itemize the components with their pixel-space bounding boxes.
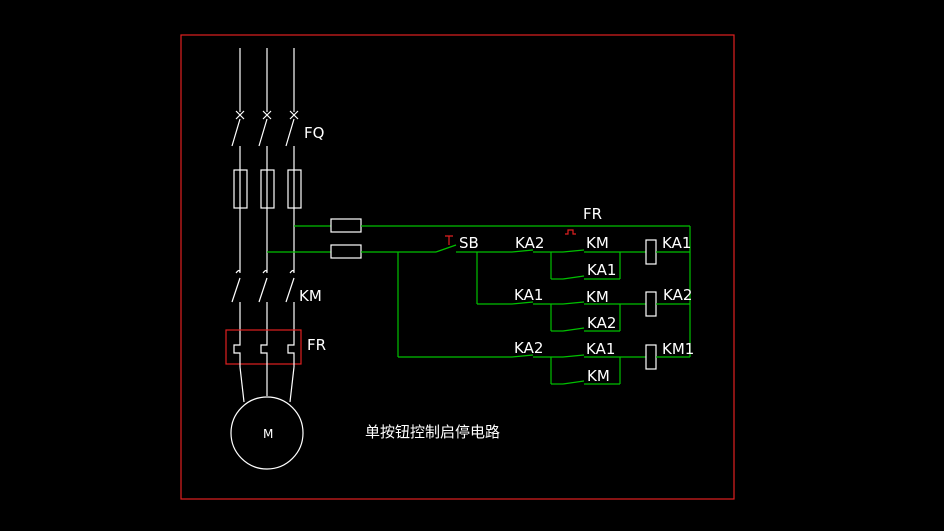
label-km-main: KM: [299, 287, 322, 305]
label-row3-contact-b: KA1: [586, 340, 615, 358]
label-row3-coil: KM1: [662, 340, 694, 358]
control-fuse-2: [330, 244, 362, 259]
control-fuse-1: [330, 218, 362, 233]
km-main-contacts: [231, 269, 295, 338]
control-circuit: [267, 218, 691, 385]
label-fr-control: FR: [583, 205, 602, 223]
label-motor: M: [263, 427, 273, 441]
label-row1-contact-b: KM: [586, 234, 609, 252]
fr-thermal-relay: [225, 329, 302, 367]
label-row2-contact-a: KA1: [514, 286, 543, 304]
label-row2-contact-b: KM: [586, 288, 609, 306]
fq-switch: [231, 118, 295, 170]
label-row1-contact-a: KA2: [515, 234, 544, 252]
motor-symbol: [230, 396, 304, 470]
drawing-border: [180, 34, 735, 500]
label-row1-parallel: KA1: [587, 261, 616, 279]
coil-row2: [645, 291, 657, 317]
label-row3-parallel: KM: [587, 367, 610, 385]
label-fr-main: FR: [307, 336, 326, 354]
breaker-x-marks: [235, 110, 299, 120]
label-fq: FQ: [304, 124, 324, 142]
coil-row3: [645, 344, 657, 370]
label-row1-coil: KA1: [662, 234, 691, 252]
diagram-title: 单按钮控制启停电路: [365, 423, 500, 441]
label-row2-coil: KA2: [663, 286, 692, 304]
main-circuit: [225, 48, 304, 470]
sb-button-symbol: [435, 235, 457, 253]
coil-row1: [645, 239, 657, 265]
fuses: [233, 169, 302, 209]
label-sb: SB: [459, 234, 479, 252]
fr-nc-contact: [565, 229, 576, 235]
labels: FQ KM FR M FR SB KA2 KM KA1 KA1 KA1 KM K…: [263, 124, 694, 441]
label-row2-parallel: KA2: [587, 314, 616, 332]
label-row3-contact-a: KA2: [514, 339, 543, 357]
